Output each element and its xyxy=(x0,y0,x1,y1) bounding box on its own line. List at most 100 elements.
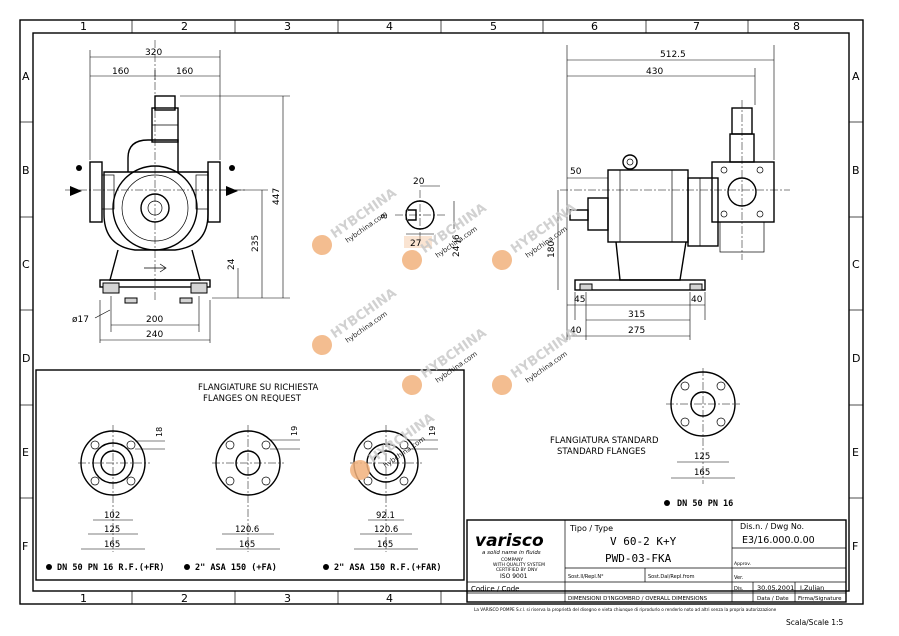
flange-fa: 19 120.6 165 2" ASA 150 (+FA) xyxy=(184,425,300,573)
author-value: I.Zulian xyxy=(800,584,824,592)
row-label: D xyxy=(22,352,30,365)
watermark-stamp: HYBCHINA hybchina.com xyxy=(402,326,489,395)
cert-line: ISO 9001 xyxy=(500,573,528,580)
standard-flange: FLANGIATURA STANDARD STANDARD FLANGES 12… xyxy=(550,368,740,509)
dim-label: 160 xyxy=(112,67,129,77)
dim-label: 512.5 xyxy=(660,50,686,60)
cert-line: WITH QUALITY SYSTEM xyxy=(493,562,545,568)
disclaimer: La VARISCO POMPE S.r.l. si riserva la pr… xyxy=(474,607,777,612)
tipo-line2: PWD-03-FKA xyxy=(605,552,672,565)
sost-il-label: Sost.Il/Repl.N° xyxy=(568,574,604,580)
std-title-en: STANDARD FLANGES xyxy=(557,447,646,457)
watermark-stamp: HYBCHINA hybchina.com xyxy=(492,326,579,395)
dis-label: Dis. xyxy=(734,586,744,592)
flanges-box xyxy=(35,369,465,581)
flange-label: 2" ASA 150 R.F.(+FAR) xyxy=(334,563,441,573)
dim-label: 320 xyxy=(145,48,162,58)
flange-label: DN 50 PN 16 R.F.(+FR) xyxy=(57,563,164,573)
dim-label: 45 xyxy=(574,295,585,305)
row-label: B xyxy=(22,164,30,177)
dim-label: 24 xyxy=(227,258,237,270)
flange-label: 2" ASA 150 (+FA) xyxy=(195,563,277,573)
dwg-label: Dis.n. / Dwg No. xyxy=(740,522,804,531)
side-view: 512.5 430 50 180 45 315 40 40 275 xyxy=(547,45,790,340)
dim-label: 102 xyxy=(104,511,120,521)
col-label: 8 xyxy=(793,20,800,33)
dim-label: 92.1 xyxy=(376,511,395,521)
dim-label: 50 xyxy=(570,167,582,177)
row-label: F xyxy=(22,540,28,553)
row-label: D xyxy=(852,352,860,365)
dim-label: 24 j6 xyxy=(452,234,462,257)
flange-far: 19 92.1 120.6 165 2" ASA 150 R.F.(+FAR) xyxy=(323,425,441,573)
std-flange-label: DN 50 PN 16 xyxy=(677,499,733,509)
dim-label: 160 xyxy=(176,67,193,77)
col-label: 2 xyxy=(181,592,188,605)
tipo-label: Tipo / Type xyxy=(569,524,613,533)
row-label: F xyxy=(852,540,858,553)
row-label: A xyxy=(852,70,860,83)
col-label: 6 xyxy=(591,20,598,33)
row-label: E xyxy=(852,446,859,459)
dim-label: 447 xyxy=(272,188,282,205)
data-label: Data / Date xyxy=(757,596,789,602)
description: DIMENSIONI D'INGOMBRO / OVERALL DIMENSIO… xyxy=(568,596,708,602)
ver-label: Ver. xyxy=(734,575,744,581)
flange-fr: 18 102 125 165 DN 50 PN 16 R.F.(+FR) xyxy=(46,425,165,573)
dim-label: 430 xyxy=(646,67,663,77)
dim-label: 240 xyxy=(146,330,163,340)
cert-line: COMPANY xyxy=(501,557,523,563)
grid-labels: 1 2 3 4 5 6 7 8 1 2 3 4 A B C D E F A B … xyxy=(22,20,860,605)
codice-label: Codice / Code xyxy=(471,585,519,593)
cert-line: CERTIFIED BY DNV xyxy=(496,567,538,573)
col-label: 3 xyxy=(284,20,291,33)
dwg-no: E3/16.000.0.00 xyxy=(742,535,815,546)
watermark-stamp: HYBCHINA hybchina.com xyxy=(492,201,579,270)
flanges-title-en: FLANGES ON REQUEST xyxy=(203,394,302,404)
dim-label: 200 xyxy=(146,315,163,325)
dim-label: 40 xyxy=(691,295,703,305)
shaft-detail: 20 8 27 24 j6 xyxy=(380,177,462,257)
col-label: 1 xyxy=(80,20,87,33)
dim-label: ø17 xyxy=(72,315,89,325)
std-title-it: FLANGIATURA STANDARD xyxy=(550,436,659,446)
varisco-logo: varisco xyxy=(475,531,544,551)
col-label: 3 xyxy=(284,592,291,605)
title-block: varisco a solid name in fluids COMPANY W… xyxy=(466,519,847,603)
flanges-title-it: FLANGIATURE SU RICHIESTA xyxy=(198,383,318,393)
dim-label: 20 xyxy=(413,177,425,187)
dim-label: 165 xyxy=(239,540,255,550)
watermark-stamp: HYBCHINA hybchina.com xyxy=(312,286,399,355)
dim-label: 19 xyxy=(290,426,299,436)
dim-label: 235 xyxy=(251,235,261,252)
tipo-line1: V 60-2 K+Y xyxy=(610,535,677,548)
dim-label: 40 xyxy=(570,326,582,336)
firma-label: Firma/Signature xyxy=(798,596,842,602)
col-label: 4 xyxy=(386,20,393,33)
dim-label: 125 xyxy=(104,525,120,535)
dim-label: 165 xyxy=(694,468,710,478)
approv-label: Approv. xyxy=(734,561,751,567)
dim-label: 315 xyxy=(628,310,645,320)
col-label: 4 xyxy=(386,592,393,605)
tagline: a solid name in fluids xyxy=(482,550,541,556)
row-label: C xyxy=(852,258,860,271)
outer-frame xyxy=(19,19,864,605)
dim-label: 180 xyxy=(547,241,557,258)
col-label: 5 xyxy=(490,20,497,33)
dim-label: 8 xyxy=(380,214,389,219)
col-label: 2 xyxy=(181,20,188,33)
dim-label: 120.6 xyxy=(374,525,398,535)
col-label: 1 xyxy=(80,592,87,605)
watermark-stamp: HYBCHINA hybchina.com xyxy=(312,186,399,255)
dim-label: 18 xyxy=(155,427,164,437)
grid-ticks xyxy=(20,20,863,604)
row-label: B xyxy=(852,164,860,177)
dim-label: 120.6 xyxy=(235,525,259,535)
row-label: C xyxy=(22,258,30,271)
dim-label: 19 xyxy=(428,426,437,436)
row-label: A xyxy=(22,70,30,83)
front-view: 320 160 160 447 235 24 ø17 200 240 xyxy=(65,40,290,343)
dim-label: 275 xyxy=(628,326,645,336)
